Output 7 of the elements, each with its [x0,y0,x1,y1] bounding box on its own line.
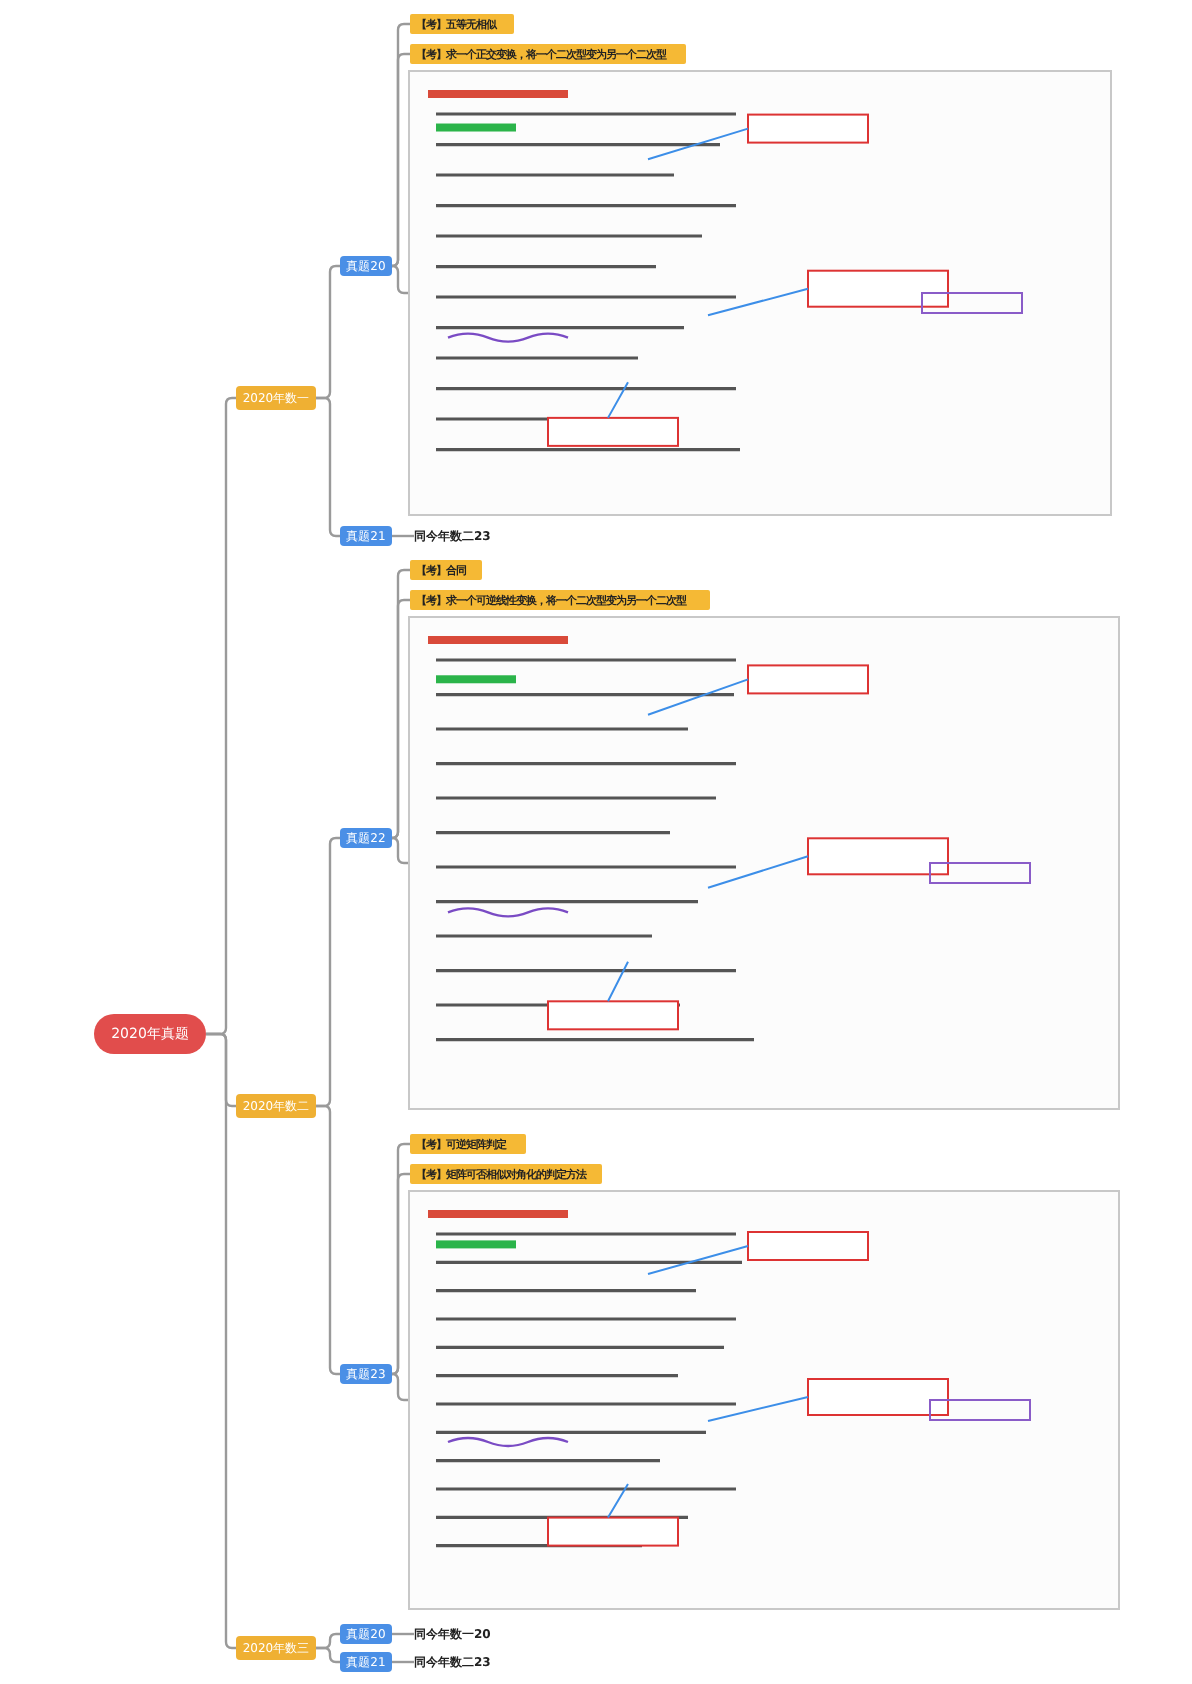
connector-line [390,1372,408,1402]
connector-line [392,1632,414,1636]
connector-line [316,1646,340,1664]
connector-line [392,534,414,538]
connector-line [390,264,408,295]
connector-line [392,1660,414,1664]
connector-line [390,836,408,865]
